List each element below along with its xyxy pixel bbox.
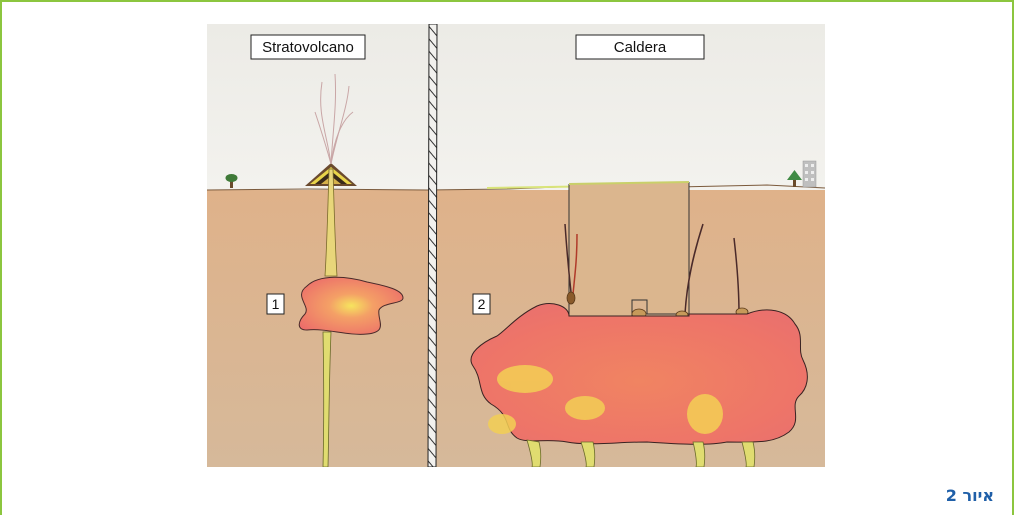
stratovolcano-label: Stratovolcano: [251, 35, 365, 59]
marker-2: 2: [473, 294, 490, 314]
divider-fault: [428, 24, 437, 467]
marker-2-text: 2: [478, 296, 486, 312]
building-icon: [803, 161, 816, 187]
figure-caption: איור 2: [946, 486, 994, 505]
stratovolcano-text: Stratovolcano: [262, 39, 354, 56]
volcano-diagram: Stratovolcano Caldera 1 2: [207, 24, 825, 467]
marker-1: 1: [267, 294, 284, 314]
caldera-text: Caldera: [614, 39, 667, 56]
caldera-label: Caldera: [576, 35, 704, 59]
marker-1-text: 1: [272, 296, 280, 312]
caldera-block: [569, 182, 689, 316]
